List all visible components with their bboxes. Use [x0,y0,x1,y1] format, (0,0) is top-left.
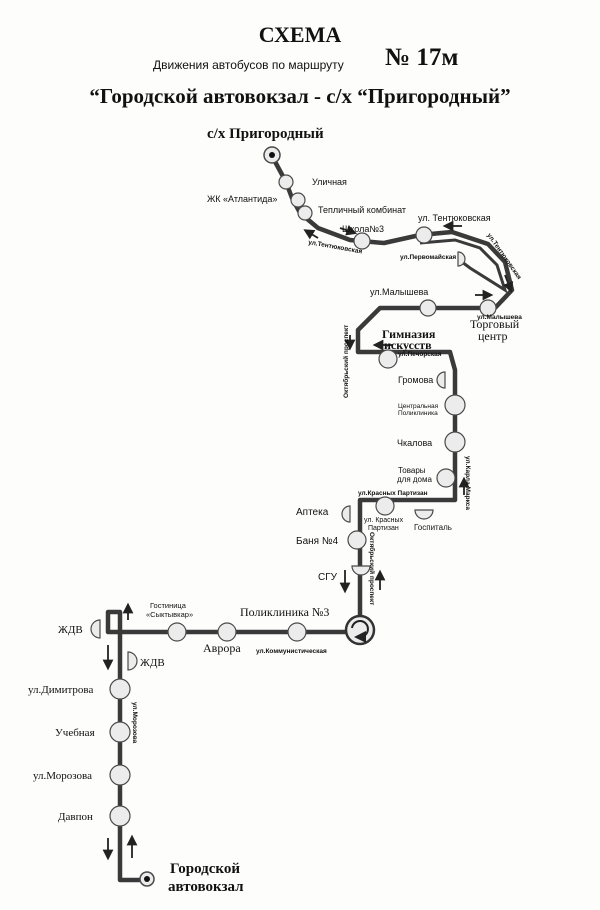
street-morozova: ул.Морозова [131,702,138,744]
label-davpon: Давпон [58,811,93,823]
label-gimnaziya-1: Гимназия [382,327,436,341]
stop-krasnyh-partizan [375,496,395,516]
label-ulichnaya: Уличная [312,177,347,187]
stop-teplichny [297,205,313,221]
street-oktyabrsky-mid: Октябрьский проспект [368,532,376,605]
stop-tovary [436,468,456,488]
label-morozova: ул.Морозова [33,770,92,782]
label-malysheva: ул.Малышева [370,287,428,297]
scheme-title: СХЕМА [258,22,342,47]
street-oktyabrsky-top: Октябрьский проспект [342,325,350,398]
label-sgu: СГУ [318,572,338,583]
stop-shkola3 [353,232,371,250]
label-poliklinika-central-2: Поликлиника [398,410,438,417]
label-zhdv-right: ЖДВ [140,657,165,669]
stop-avrora [217,622,237,642]
stop-gostinica [167,622,187,642]
stop-tentyukovskaya [415,226,433,244]
stop-sgu [351,565,371,576]
stop-chkalova [444,431,466,453]
label-banya4: Баня №4 [296,536,339,547]
label-tovary-2: для дома [397,475,433,484]
label-poliklinika3: Поликлиника №3 [240,605,329,619]
turnaround-icon [344,614,376,646]
stop-gospital [414,509,434,520]
street-krasnyh-partizan: ул.Красных Партизан [358,490,428,497]
label-torgovy-2: центр [478,329,508,343]
scheme-subtitle: Движения автобусов по маршруту [153,58,344,72]
stop-dimitrova [109,678,131,700]
arrow-icon [102,220,514,861]
stop-uchebnaya [109,721,131,743]
stop-davpon [109,805,131,827]
label-gimnaziya-2: искусств [384,338,432,352]
label-uchebnaya: Учебная [55,727,95,739]
label-gospital: Госпиталь [414,523,452,532]
stop-zhdv-right [127,651,138,671]
label-torgovy-1: Торговый [470,317,520,331]
label-terminal-end-2: автовокзал [168,879,244,895]
stop-gimnaziya [378,349,398,369]
label-krasnyh-1: ул. Красных [364,517,404,524]
stop-apteka [341,505,351,523]
stop-atlantida [290,192,306,208]
terminal-icon [269,152,275,158]
label-terminal-end-1: Городской [170,861,240,877]
stop-ulichnaya [278,174,294,190]
route-name: “Городской автовокзал - с/х “Пригородный… [89,84,511,108]
route-loop [419,238,508,294]
street-pechorskaya: ул.Печорская [398,351,442,358]
label-chkalova: Чкалова [397,438,432,448]
street-pervomayskaya: ул.Первомайская [400,253,456,261]
street-karla-marksa: ул.Карла Маркса [464,456,471,510]
label-dimitrova: ул.Димитрова [28,684,93,696]
label-shkola3: Школа№3 [342,224,384,234]
stop-banya4 [347,530,367,550]
stop-pervomayskaya [457,251,466,267]
label-apteka: Аптека [296,507,329,518]
label-gromova: Громова [398,375,433,385]
label-avrora: Аврора [203,641,241,655]
label-terminal-start: с/х Пригородный [207,126,324,142]
stop-gromova [436,371,446,389]
label-tentyukovskaya: ул. Тентюковская [418,213,491,223]
street-kommunisticheskaya: ул.Коммунистическая [256,648,327,655]
street-malysheva: ул.Малышева [477,314,522,321]
label-teplichny: Тепличный комбинат [318,205,406,215]
label-zhdv-left: ЖДВ [58,624,83,636]
label-tovary-1: Товары [398,466,426,475]
label-krasnyh-2: Партизан [368,525,399,532]
stop-morozova [109,764,131,786]
label-atlantida: ЖК «Атлантида» [207,194,277,204]
label-gostinica-2: «Сыктывкар» [146,610,193,619]
stop-poliklinika3 [287,622,307,642]
label-poliklinika-central-1: Центральная [398,403,439,410]
route-number: № 17м [385,44,459,71]
street-tentyukovskaya-diag: ул.Тентюковская [485,232,522,281]
label-gostinica-1: Гостиница [150,601,187,610]
stops [90,146,497,887]
stop-poliklinika-central [444,394,466,416]
stop-malysheva [419,299,437,317]
stop-zhdv-left [90,619,101,639]
route-line [105,154,515,883]
